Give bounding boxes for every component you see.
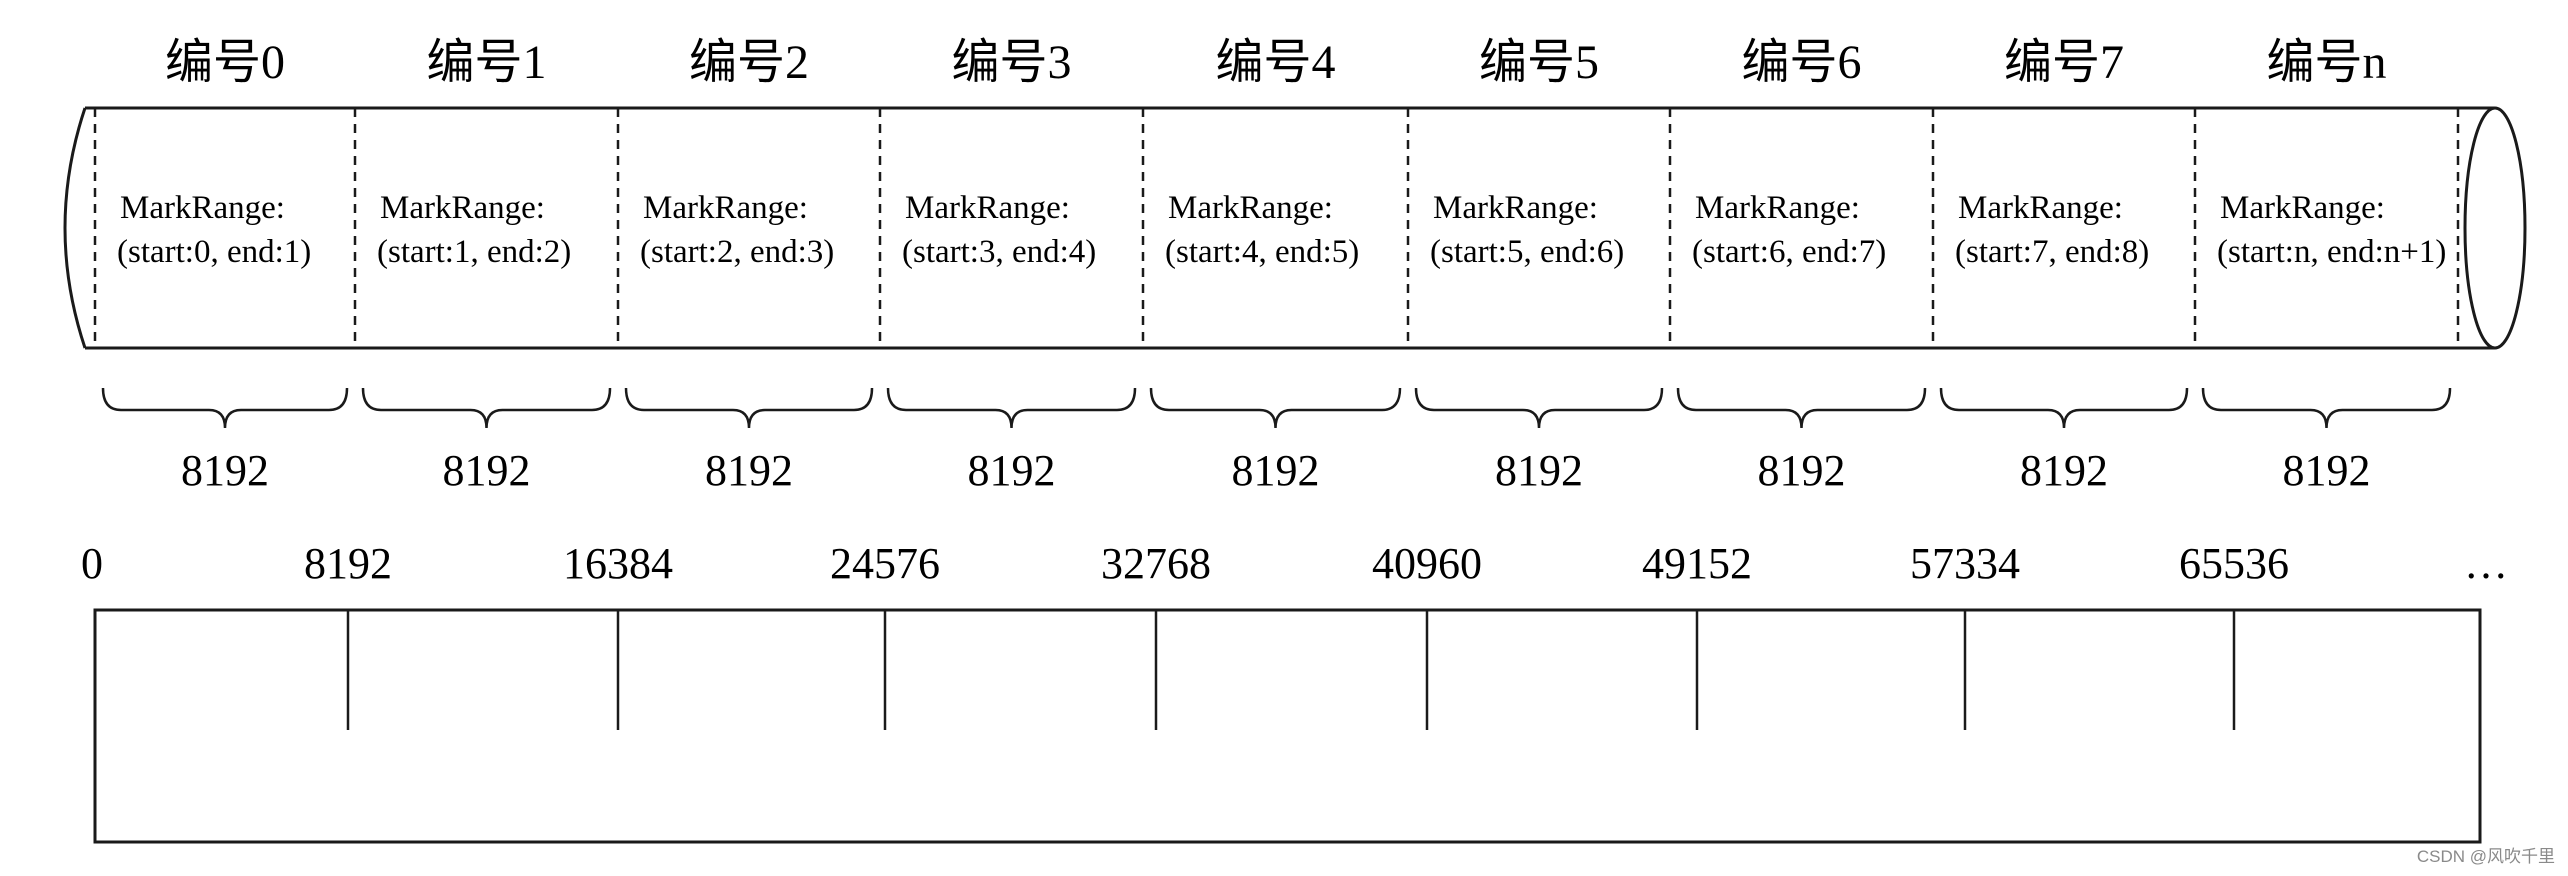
offset-label: 49152 — [1642, 539, 1752, 588]
size-brace — [361, 387, 612, 429]
offset-label: 0 — [81, 539, 103, 588]
offset-scale: 0 8192 16384 24576 32768 40960 49152 57334 65536… — [81, 539, 2508, 844]
mark-range-value: (start:7, end:8) — [1955, 234, 2149, 270]
size-brace — [1149, 387, 1402, 429]
granule-title: 编号1 — [426, 36, 546, 89]
cylinder-left-cap — [63, 107, 87, 349]
offset-ticks — [346, 610, 2236, 730]
mark-range-value: (start:6, end:7) — [1692, 234, 1886, 270]
granule-size: 8192 — [1495, 446, 1583, 495]
mark-range-value: (start:n, end:n+1) — [2217, 234, 2446, 270]
mark-range-value: (start:0, end:1) — [117, 234, 311, 270]
size-brace — [886, 387, 1137, 429]
granule-size: 8192 — [1758, 446, 1846, 495]
mark-range-value: (start:5, end:6) — [1430, 234, 1624, 270]
granule-title: 编号4 — [1215, 36, 1335, 89]
size-brace — [101, 387, 349, 429]
mark-range-value: (start:2, end:3) — [640, 234, 834, 270]
offset-label: 24576 — [830, 539, 940, 588]
mark-range-label: MarkRange: — [1695, 190, 1860, 226]
offset-labels: 0 8192 16384 24576 32768 40960 49152 57334 65536… — [81, 539, 2508, 588]
watermark: CSDN @风吹千里 — [2417, 847, 2555, 866]
mark-range-value: (start:4, end:5) — [1165, 234, 1359, 270]
granule-size: 8192 — [2283, 446, 2371, 495]
mark-range-value: (start:3, end:4) — [902, 234, 1096, 270]
offset-label: 8192 — [304, 539, 392, 588]
granule-size: 8192 — [968, 446, 1056, 495]
offset-label: 16384 — [563, 539, 673, 588]
granule-title: 编号0 — [165, 36, 285, 89]
offset-label: 40960 — [1372, 539, 1482, 588]
granule-size: 8192 — [1232, 446, 1320, 495]
size-brace — [1676, 387, 1927, 429]
mark-range-label: MarkRange: — [120, 190, 285, 226]
size-brace — [1939, 387, 2189, 429]
offset-label: 57334 — [1910, 539, 2020, 588]
granule-title: 编号7 — [2004, 36, 2124, 89]
offset-bar — [93, 608, 2482, 844]
cylinder — [63, 106, 2527, 350]
size-brace — [624, 387, 874, 429]
cylinder-right-cap — [2463, 106, 2527, 350]
granule-title: 编号5 — [1479, 36, 1599, 89]
granule-title: 编号2 — [689, 36, 809, 89]
granule-title: 编号n — [2266, 36, 2386, 89]
offset-label: 32768 — [1101, 539, 1211, 588]
size-brace — [1414, 387, 1664, 429]
granule-dividers — [93, 108, 2460, 348]
mark-range-label: MarkRange: — [2220, 190, 2385, 226]
mark-range-value: (start:1, end:2) — [377, 234, 571, 270]
size-brace — [2201, 387, 2452, 429]
mark-range-label: MarkRange: — [905, 190, 1070, 226]
granule-size: 8192 — [705, 446, 793, 495]
granule-size: 8192 — [181, 446, 269, 495]
mark-range-label: MarkRange: — [1168, 190, 1333, 226]
mark-range-label: MarkRange: — [1433, 190, 1598, 226]
granule-size: 8192 — [2020, 446, 2108, 495]
granule-title: 编号6 — [1741, 36, 1861, 89]
granule-size: 8192 — [443, 446, 531, 495]
offset-label: 65536 — [2179, 539, 2289, 588]
mark-range-label: MarkRange: — [1958, 190, 2123, 226]
mark-range-label: MarkRange: — [380, 190, 545, 226]
offset-label: … — [2464, 539, 2508, 588]
mark-range-label: MarkRange: — [643, 190, 808, 226]
granule-title: 编号3 — [951, 36, 1071, 89]
